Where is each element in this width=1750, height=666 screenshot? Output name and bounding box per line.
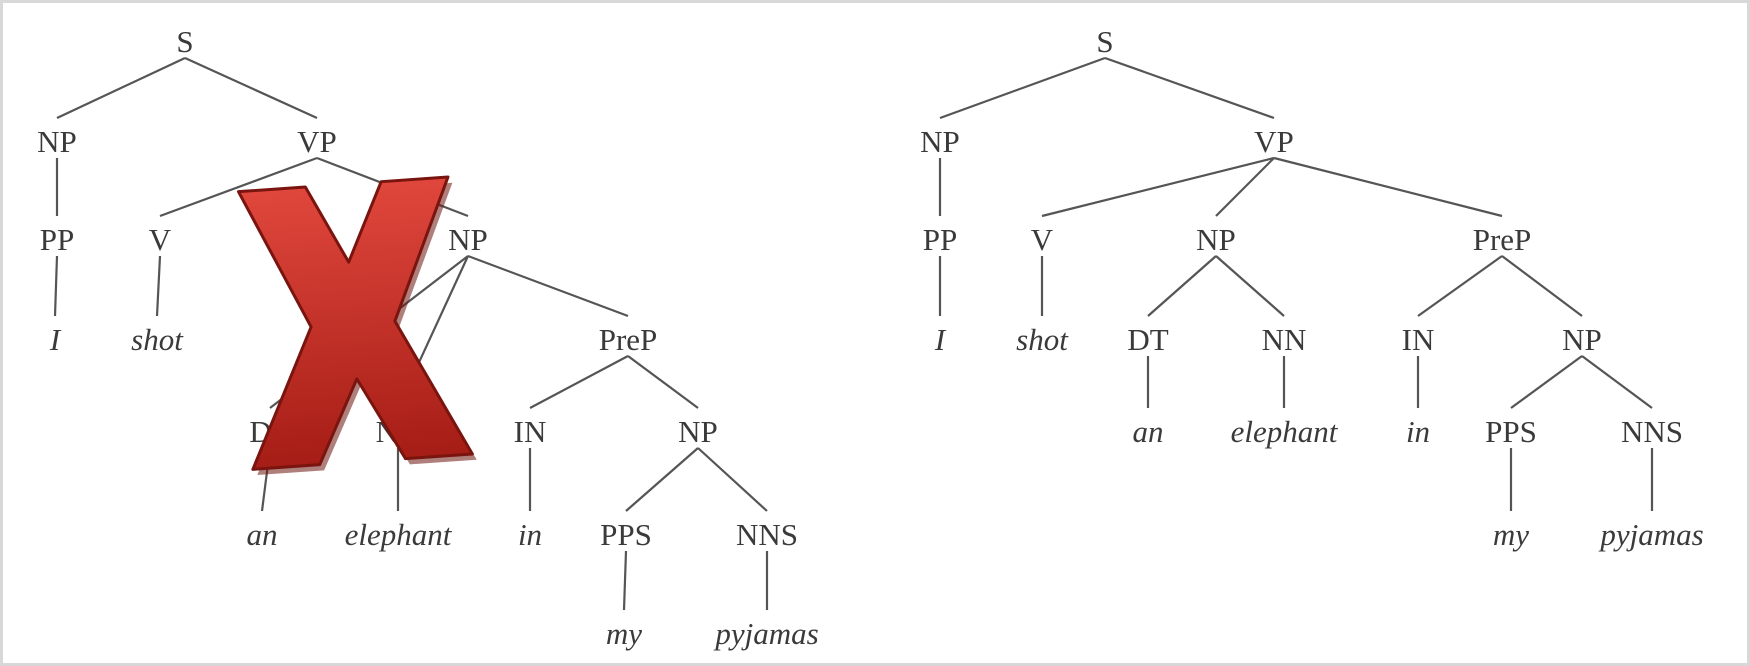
tree-node-v: V (1031, 222, 1054, 257)
tree-node-np: NP (678, 414, 718, 449)
tree-edge (697, 447, 768, 512)
tree-edge (155, 255, 162, 317)
tree-edge (939, 56, 1106, 120)
tree-edge (56, 57, 186, 119)
tree-node-nns: NNS (1621, 414, 1683, 449)
tree-node-vp: VP (297, 124, 337, 159)
tree-edge (1581, 355, 1653, 409)
leaf-word: in (518, 517, 542, 552)
leaf-word: shot (1016, 322, 1069, 357)
tree-edge (529, 355, 629, 409)
tree-node-np: NP (448, 222, 488, 257)
tree-node-np: NP (1196, 222, 1236, 257)
tree-node-prep: PreP (599, 322, 658, 357)
leaf-word: my (1493, 517, 1529, 552)
tree-edge (53, 255, 59, 317)
tree-edge (1510, 355, 1583, 409)
tree-node-nns: NNS (736, 517, 798, 552)
tree-edge (622, 550, 628, 611)
leaf-word: I (934, 322, 947, 357)
tree-edge (1215, 255, 1285, 317)
tree-node-pps: PPS (1485, 414, 1537, 449)
tree-node-np: NP (920, 124, 960, 159)
leaf-word: my (606, 616, 642, 651)
tree-edge (1417, 255, 1503, 317)
leaf-word: in (1406, 414, 1430, 449)
leaf-word: an (1133, 414, 1164, 449)
incorrect-parse-tree: SNPVPPPVNPIshotDTNNPrePINNPanelephantinP… (37, 24, 818, 651)
tree-edge (625, 447, 699, 512)
tree-node-pp: PP (40, 222, 74, 257)
leaf-word: elephant (1231, 414, 1339, 449)
leaf-word: I (49, 322, 62, 357)
tree-node-in: IN (1402, 322, 1435, 357)
leaf-word: pyjamas (713, 616, 818, 651)
tree-node-v: V (149, 222, 172, 257)
tree-edge (184, 56, 318, 120)
tree-node-in: IN (514, 414, 547, 449)
leaf-word: elephant (345, 517, 453, 552)
tree-edge (1273, 156, 1503, 218)
leaf-word: pyjamas (1598, 517, 1703, 552)
tree-edge (627, 355, 699, 409)
tree-node-dt: DT (1127, 322, 1168, 357)
tree-edge (1215, 157, 1275, 217)
tree-node-np: NP (1562, 322, 1602, 357)
tree-node-pps: PPS (600, 517, 652, 552)
leaf-word: shot (131, 322, 184, 357)
tree-node-pp: PP (923, 222, 957, 257)
cross-icon (236, 175, 477, 476)
tree-node-np: NP (37, 124, 77, 159)
tree-edge (1501, 255, 1583, 317)
tree-node-vp: VP (1254, 124, 1294, 159)
tree-edge (159, 156, 318, 218)
tree-node-nn: NN (1262, 322, 1307, 357)
tree-edge (1104, 56, 1275, 120)
tree-edge (467, 254, 629, 318)
tree-node-s: S (1096, 24, 1113, 59)
tree-node-s: S (176, 24, 193, 59)
tree-node-prep: PreP (1473, 222, 1532, 257)
tree-edge (1147, 255, 1217, 317)
tree-edge (1041, 156, 1275, 218)
leaf-word: an (247, 517, 278, 552)
